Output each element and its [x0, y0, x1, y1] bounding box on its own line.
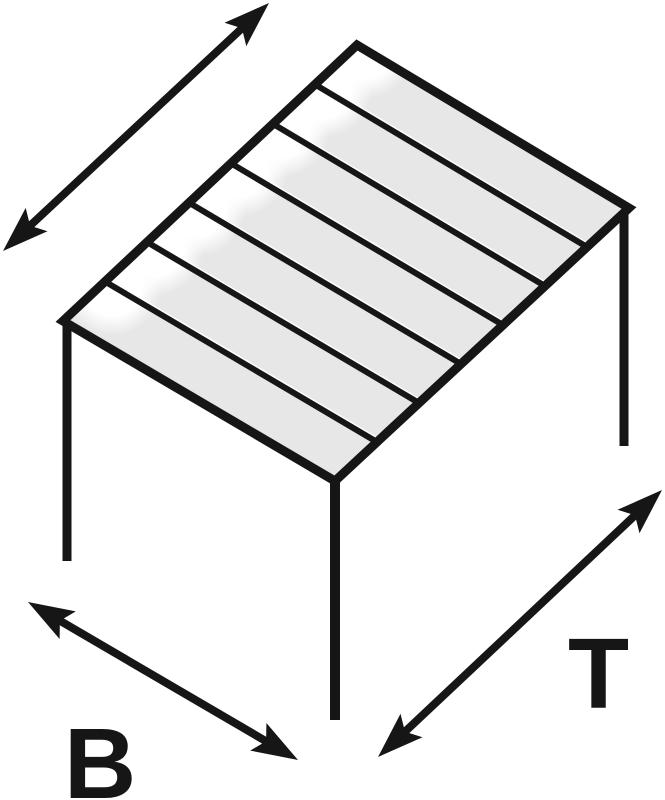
roof-canopy [55, 39, 637, 487]
slat-rail [103, 279, 379, 445]
arrowhead-icon [250, 723, 298, 760]
width-label: B [64, 708, 136, 800]
post-front-left [62, 321, 72, 561]
arrowhead-icon [224, 3, 269, 47]
slat-rail [271, 121, 547, 289]
slat-rail [187, 200, 463, 367]
post-front-center [330, 481, 340, 720]
arrowhead-icon [3, 207, 48, 251]
width-arrow-shaft [51, 613, 275, 749]
arrowhead-icon [28, 602, 76, 639]
posts [62, 208, 629, 720]
roof-frame [55, 39, 637, 487]
depth-arrow-shaft [397, 507, 643, 740]
width-arrow [28, 602, 298, 760]
arrowhead-icon [378, 713, 423, 757]
roof-surface [63, 45, 629, 481]
slat-rail [145, 239, 421, 406]
depth-arrow-upper-shaft [22, 20, 250, 234]
depth-label: T [568, 618, 629, 730]
depth-arrow [378, 490, 662, 757]
depth-arrow-upper [3, 3, 269, 251]
slat-rails [103, 81, 589, 445]
post-back-right [619, 208, 629, 446]
slat-rail [229, 160, 505, 328]
slat-rail [313, 81, 589, 250]
arrowhead-icon [617, 490, 662, 534]
